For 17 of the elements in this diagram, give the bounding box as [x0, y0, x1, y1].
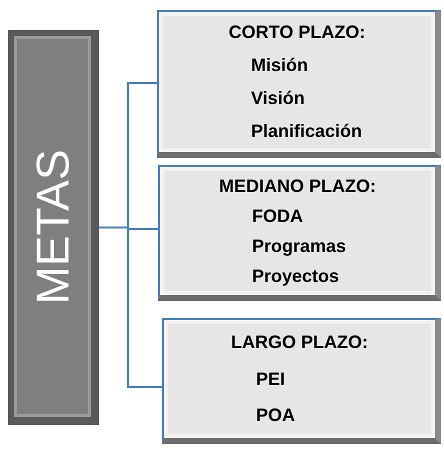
connector-line [99, 226, 162, 388]
goal-box [157, 10, 441, 158]
box-heading: CORTO PLAZO: [228, 21, 366, 44]
list-item: PEI [256, 368, 286, 390]
box-heading: LARGO PLAZO: [231, 331, 368, 354]
list-item: POA [256, 404, 296, 427]
list-item: FODA [252, 204, 303, 228]
list-item: Planificación [251, 120, 362, 143]
list-item: Programas [252, 234, 346, 258]
title-text: METAS [30, 148, 76, 304]
box-heading: MEDIANO PLAZO: [219, 174, 376, 198]
list-item: Visión [251, 87, 305, 110]
goal-box [162, 318, 441, 444]
list-item: Misión [251, 54, 308, 77]
vertical-title-box [8, 30, 99, 425]
goal-box [158, 165, 441, 301]
list-item: Proyectos [252, 264, 340, 288]
